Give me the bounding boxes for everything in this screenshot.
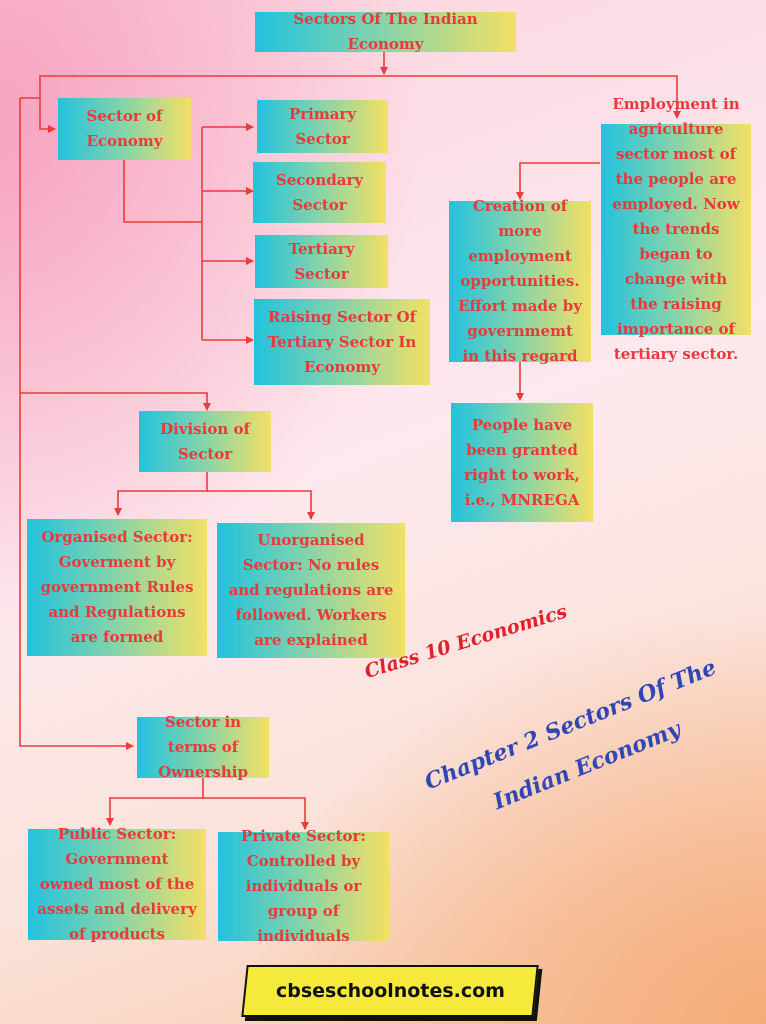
creation-node: Creation of more employment opportunitie… (449, 197, 591, 365)
website-banner[interactable]: cbseschoolnotes.com (241, 965, 539, 1017)
secondary-sector-label: Secondary Sector (275, 170, 364, 214)
website-label: cbseschoolnotes.com (275, 980, 505, 1002)
primary-sector-label: Primary Sector (288, 104, 357, 148)
root-node: Sectors Of The Indian Economy (255, 10, 516, 53)
sector-of-economy-label: Sector of Economy (86, 107, 163, 150)
primary-sector-node: Primary Sector (257, 100, 388, 153)
employment-node: Employment in agriculture sector most of… (601, 95, 751, 363)
ownership-label: Sector in terms of Ownership (158, 713, 248, 781)
tertiary-sector-node: Tertiary Sector (255, 235, 388, 288)
public-sector-label: Public Sector: Government owned most of … (37, 825, 197, 943)
public-sector-node: Public Sector: Government owned most of … (28, 825, 206, 943)
creation-label: Creation of more employment opportunitie… (458, 197, 582, 365)
organised-sector-node: Organised Sector: Goverment by governmen… (27, 519, 207, 656)
ownership-node: Sector in terms of Ownership (137, 713, 269, 781)
root-node-label: Sectors Of The Indian Economy (293, 10, 478, 53)
private-sector-node: Private Sector: Controlled by individual… (218, 827, 389, 945)
private-sector-label: Private Sector: Controlled by individual… (241, 827, 366, 945)
tertiary-sector-label: Tertiary Sector (288, 239, 355, 283)
right-to-work-node: People have been granted right to work, … (451, 403, 593, 522)
raising-tertiary-label: Raising Sector Of Tertiary Sector In Eco… (267, 307, 417, 376)
raising-tertiary-node: Raising Sector Of Tertiary Sector In Eco… (254, 299, 430, 385)
division-node: Division of Sector (139, 411, 271, 472)
right-to-work-label: People have been granted right to work, … (464, 415, 580, 509)
organised-sector-label: Organised Sector: Goverment by governmen… (40, 528, 194, 646)
unorganised-sector-node: Unorganised Sector: No rules and regulat… (217, 523, 405, 658)
secondary-sector-node: Secondary Sector (253, 162, 386, 223)
sector-of-economy-node: Sector of Economy (58, 98, 191, 160)
unorganised-sector-label: Unorganised Sector: No rules and regulat… (228, 531, 394, 649)
division-label: Division of Sector (160, 419, 250, 463)
employment-label: Employment in agriculture sector most of… (612, 95, 740, 363)
